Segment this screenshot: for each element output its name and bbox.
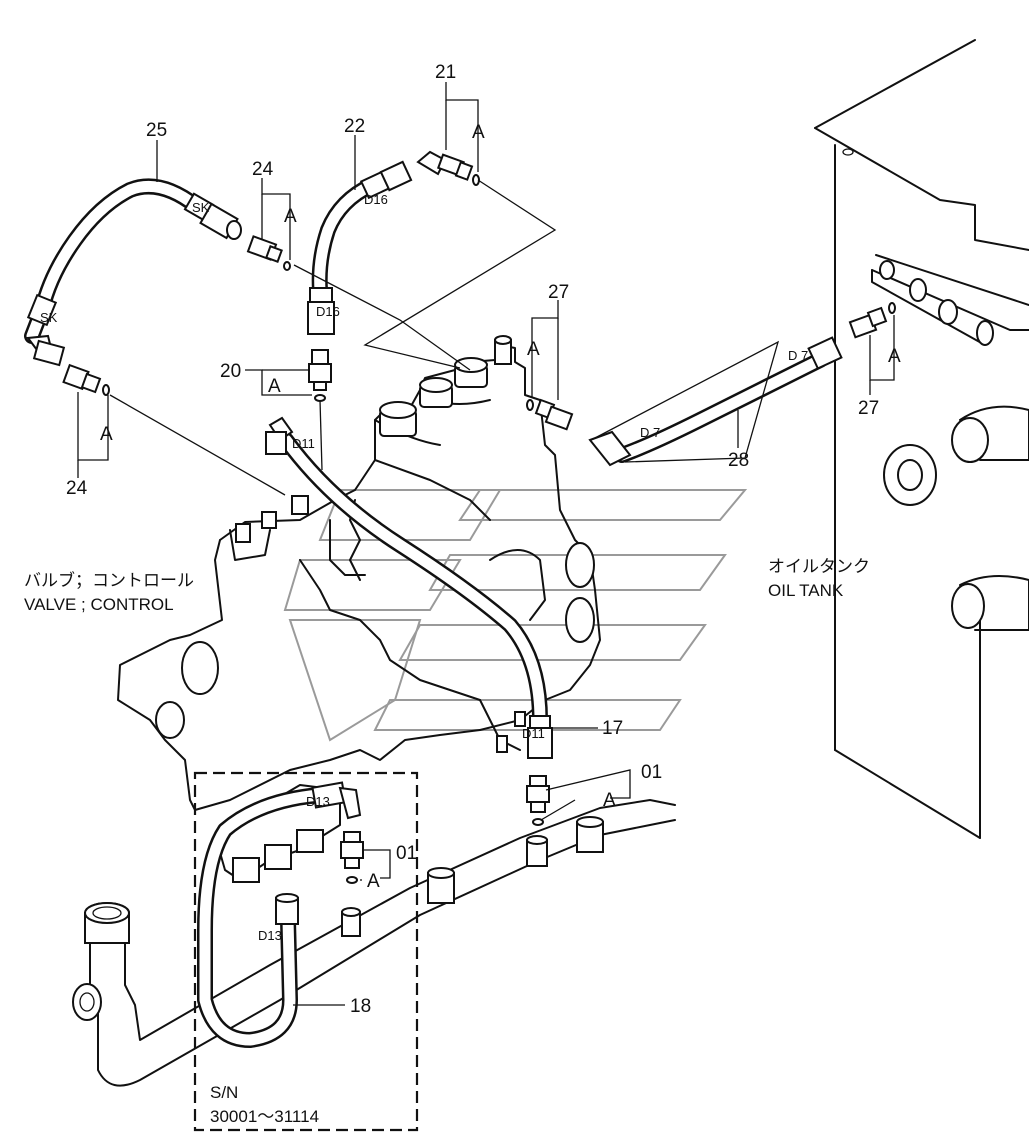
callout-25: 25 bbox=[146, 120, 167, 141]
callout-20: 20 bbox=[220, 361, 241, 382]
a-mark-21: A bbox=[472, 122, 485, 143]
callout-01-right: 01 bbox=[641, 762, 662, 783]
adapter-24-left bbox=[62, 363, 110, 396]
d16-mark-top: D16 bbox=[364, 192, 388, 207]
callout-24-top: 24 bbox=[252, 159, 274, 180]
callout-27-bottom: 27 bbox=[858, 398, 879, 419]
d16-mark-bottom: D16 bbox=[316, 304, 340, 319]
hose-markings: SK SK D16 D16 D11 D11 D 7 D 7 D13 D13 bbox=[40, 192, 808, 943]
oil-tank bbox=[814, 39, 1029, 839]
serial-label: S/N bbox=[210, 1083, 238, 1102]
a-mark-01-right: A bbox=[603, 790, 616, 811]
return-pipe bbox=[72, 799, 676, 1087]
callout-24-bottom: 24 bbox=[66, 478, 88, 499]
d13-mark-top: D13 bbox=[306, 794, 330, 809]
hose-25 bbox=[24, 178, 242, 367]
sk-mark-top: SK bbox=[192, 200, 210, 215]
hose-17 bbox=[265, 416, 553, 759]
callout-22: 22 bbox=[344, 116, 365, 137]
d11-mark-top: D11 bbox=[292, 436, 315, 451]
leader-lines bbox=[77, 82, 895, 1006]
a-mark-27-bottom: A bbox=[888, 346, 901, 367]
control-valve bbox=[117, 335, 601, 811]
serial-range: 30001～31114 bbox=[210, 1107, 319, 1126]
d11-mark-bottom: D11 bbox=[522, 726, 545, 741]
callout-01-left: 01 bbox=[396, 843, 417, 864]
adapter-20 bbox=[308, 349, 332, 402]
adapter-24-top bbox=[246, 235, 291, 271]
adapter-01-left bbox=[340, 831, 364, 884]
hose-28 bbox=[588, 336, 843, 467]
callout-17: 17 bbox=[602, 718, 623, 739]
callout-27-top: 27 bbox=[548, 282, 569, 303]
adapter-01-right bbox=[526, 775, 550, 826]
elbow-21 bbox=[416, 150, 480, 186]
part-names: バルブ；コントロール VALVE ; CONTROL オイルタンク OIL TA… bbox=[24, 557, 870, 1126]
adapter-27-top bbox=[526, 398, 574, 431]
valve-lower-section bbox=[214, 784, 341, 883]
a-mark-20: A bbox=[268, 376, 281, 397]
d7-mark-mid: D 7 bbox=[640, 425, 660, 440]
a-mark-24-bottom: A bbox=[100, 424, 113, 445]
callout-numbers: 25 24 22 21 27 20 24 27 28 17 01 01 18 bbox=[66, 62, 879, 1017]
sk-mark-left: SK bbox=[40, 310, 58, 325]
tank-name-en: OIL TANK bbox=[768, 581, 844, 600]
serial-range-box bbox=[193, 771, 419, 1132]
d13-mark-bottom: D13 bbox=[258, 928, 282, 943]
a-marks: A A A A A A A A bbox=[100, 122, 901, 892]
a-mark-24-top: A bbox=[284, 206, 297, 227]
adapter-27-bottom bbox=[848, 302, 896, 339]
valve-name-en: VALVE ; CONTROL bbox=[24, 595, 174, 614]
hose-22 bbox=[307, 160, 413, 335]
callout-28: 28 bbox=[728, 450, 749, 471]
hose-18 bbox=[197, 781, 362, 1048]
a-mark-27-top: A bbox=[527, 339, 540, 360]
callout-21: 21 bbox=[435, 62, 456, 83]
callout-18: 18 bbox=[350, 996, 371, 1017]
d7-mark-top: D 7 bbox=[788, 348, 808, 363]
a-mark-01-left: A bbox=[367, 871, 380, 892]
watermark-logo bbox=[283, 489, 748, 742]
tank-name-jp: オイルタンク bbox=[768, 557, 870, 576]
valve-name-jp: バルブ；コントロール bbox=[24, 570, 194, 590]
